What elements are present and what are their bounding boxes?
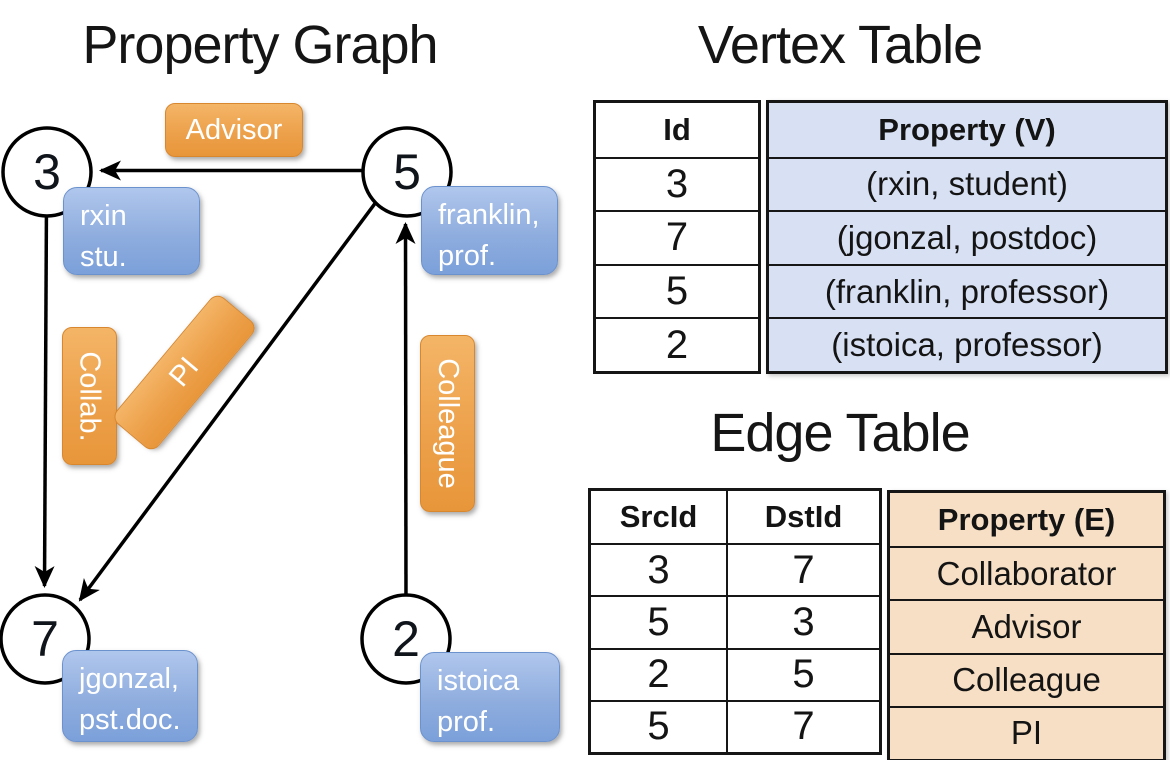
vertex-prop-box-2: istoica prof. xyxy=(420,652,560,742)
node-id-2: 2 xyxy=(392,611,420,667)
vertex-table-title: Vertex Table xyxy=(697,15,983,75)
edge-table-cell-dstid: 5 xyxy=(728,647,879,700)
node-id-3: 3 xyxy=(33,144,61,200)
edge-table-header-dstid: DstId xyxy=(764,499,843,535)
vertex-prop-line1: istoica xyxy=(437,665,520,697)
edge-table-cell-property: Collaborator xyxy=(890,546,1163,599)
edge-line-2-to-5 xyxy=(395,222,416,611)
vertex-prop-box-7: jgonzal, pst.doc. xyxy=(62,650,198,742)
edge-table-property-column: Property (E) Collaborator Advisor Collea… xyxy=(887,490,1166,760)
edge-table-id-columns: SrcId DstId 3 7 5 3 2 5 5 7 xyxy=(588,488,882,755)
edge-table-cell-srcid: 2 xyxy=(591,647,728,700)
edge-table-cell-property: PI xyxy=(890,705,1163,759)
edge-table-cell-property: Colleague xyxy=(890,652,1163,706)
vertex-table-cell-property: (franklin, professor) xyxy=(769,263,1165,318)
vertex-prop-line2: pst.doc. xyxy=(79,704,181,736)
edge-label-collab: Collab. xyxy=(62,327,117,465)
edge-line-5-to-7 xyxy=(78,188,387,602)
edge-table-cell-property: Advisor xyxy=(890,599,1163,652)
edge-label-advisor-text: Advisor xyxy=(185,113,283,146)
edge-line-3-to-7 xyxy=(34,199,55,588)
edge-table-cell-srcid: 5 xyxy=(591,699,728,752)
edge-label-colleague: Colleague xyxy=(420,335,475,512)
edge-table-cell-srcid: 3 xyxy=(591,543,728,596)
edge-table-header-srcid: SrcId xyxy=(591,491,728,544)
edge-table-cell-srcid: 5 xyxy=(591,595,728,648)
vertex-prop-line1: rxin xyxy=(80,200,127,232)
edge-table-header-property: Property (E) xyxy=(937,501,1116,537)
node-id-5: 5 xyxy=(393,144,421,200)
vertex-table-cell-id: 3 xyxy=(596,156,758,211)
vertex-table-property-column: Property (V) (rxin, student) (jgonzal, p… xyxy=(766,100,1168,374)
vertex-table-header-id: Id xyxy=(663,111,691,147)
vertex-prop-line2: prof. xyxy=(437,706,496,738)
vertex-prop-line1: jgonzal, xyxy=(79,663,179,695)
vertex-table-cell-property: (istoica, professor) xyxy=(769,317,1165,371)
node-id-7: 7 xyxy=(31,611,59,667)
edge-table-cell-dstid: 3 xyxy=(728,595,879,647)
vertex-prop-line1: franklin, xyxy=(438,199,540,231)
vertex-prop-box-5: franklin, prof. xyxy=(421,186,558,275)
edge-label-advisor: Advisor xyxy=(165,103,303,157)
edge-table-cell-dstid: 7 xyxy=(728,699,879,752)
vertex-table-cell-id: 5 xyxy=(596,263,758,318)
vertex-prop-box-3: rxin stu. xyxy=(63,187,200,275)
edge-label-colleague-text: Colleague xyxy=(432,358,465,489)
edge-label-collab-text: Collab. xyxy=(74,350,106,442)
vertex-table-cell-id: 2 xyxy=(596,317,758,371)
property-graph-title: Property Graph xyxy=(82,15,438,75)
vertex-table-cell-property: (jgonzal, postdoc) xyxy=(769,210,1165,264)
vertex-prop-line2: stu. xyxy=(80,241,127,273)
edge-table-cell-dstid: 7 xyxy=(728,543,879,595)
vertex-prop-line2: prof. xyxy=(438,240,497,272)
vertex-table-cell-property: (rxin, student) xyxy=(769,156,1165,211)
edge-label-pi-text: PI xyxy=(163,351,206,393)
vertex-table-header-property: Property (V) xyxy=(878,111,1056,147)
vertex-table-id-column: Id 3 7 5 2 xyxy=(593,100,761,374)
edge-table-title: Edge Table xyxy=(710,403,970,463)
vertex-table-cell-id: 7 xyxy=(596,210,758,264)
